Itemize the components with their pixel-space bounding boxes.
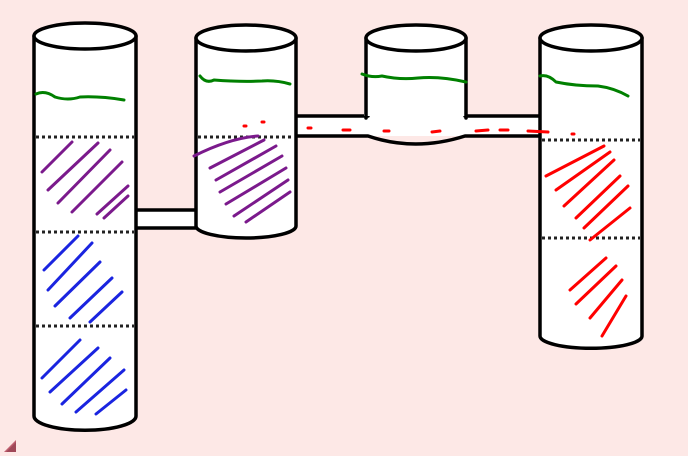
tube-4: [538, 23, 644, 350]
red-flow-dashes: [242, 120, 576, 136]
tube-4-red-layer: [544, 144, 632, 338]
tube-1-purple-layer: [40, 140, 130, 220]
tube-2-purple-layer: [192, 134, 292, 224]
tube-3-surface-line: [360, 72, 468, 84]
connector-tube-1-2: [132, 208, 201, 230]
resize-grip-icon[interactable]: [2, 438, 18, 454]
tube-1-surface-line: [34, 91, 126, 102]
tube-2-surface-line: [198, 74, 292, 86]
tube-1: [32, 21, 138, 433]
tube-4-surface-line: [538, 74, 630, 98]
tube-3: [360, 23, 468, 120]
tube-1-blue-layer: [40, 234, 128, 416]
tube-2: [192, 23, 298, 240]
